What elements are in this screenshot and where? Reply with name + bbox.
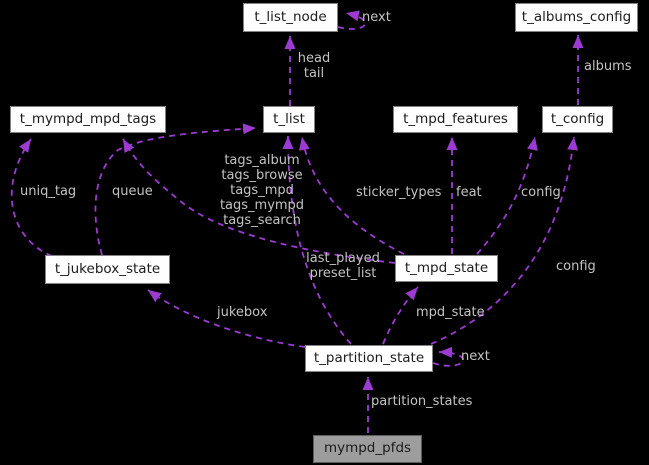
edge-next-self-loop-bottom <box>432 346 464 367</box>
edge-label-head-tail: head tail <box>292 51 336 81</box>
edge-label-uniq-tag: uniq_tag <box>20 184 77 199</box>
edge-uniq-tag <box>10 138 53 257</box>
node-t-mpd-state[interactable]: t_mpd_state <box>395 255 498 282</box>
node-t-albums-config[interactable]: t_albums_config <box>515 3 638 32</box>
edge-label-sticker-types: sticker_types <box>356 185 442 200</box>
edge-label-last-played: last_played <box>306 251 380 266</box>
edge-sticker-types <box>298 136 405 255</box>
node-t-list[interactable]: t_list <box>263 106 315 133</box>
node-t-config[interactable]: t_config <box>542 106 613 133</box>
node-mympd-pfds: mympd_pfds <box>313 435 422 463</box>
edge-label-tags-mympd: tags_mympd <box>219 198 305 213</box>
edge-label-tags-browse: tags_browse <box>221 168 303 183</box>
edge-label-tags-album: tags_album <box>224 153 300 168</box>
edge-last-played-preset-list <box>282 135 352 345</box>
edge-label-mpd-state: mpd_state <box>416 305 485 320</box>
edge-label-albums: albums <box>584 59 632 74</box>
edge-label-tags-block: tags_album tags_browse tags_mpd tags_mym… <box>209 153 315 228</box>
edge-label-config-right: config <box>556 259 596 274</box>
edge-queue <box>94 123 257 256</box>
node-t-mpd-features[interactable]: t_mpd_features <box>393 106 518 133</box>
edge-config-from-mpd-state <box>476 136 538 255</box>
edge-label-tail: tail <box>303 66 325 81</box>
edge-label-last-played-preset-list: last_played preset_list <box>299 251 387 281</box>
edge-label-partition-states: partition_states <box>371 394 473 409</box>
edge-label-next-bottom: next <box>461 349 490 364</box>
edge-label-jukebox: jukebox <box>217 305 268 320</box>
edge-label-feat: feat <box>456 185 482 200</box>
edge-label-preset-list: preset_list <box>309 266 377 281</box>
edge-label-tags-mpd: tags_mpd <box>230 183 294 198</box>
edge-config-from-partition-state <box>430 136 579 345</box>
node-t-mympd-mpd-tags[interactable]: t_mympd_mpd_tags <box>10 106 166 133</box>
node-t-jukebox-state[interactable]: t_jukebox_state <box>45 255 170 284</box>
node-t-partition-state[interactable]: t_partition_state <box>305 345 433 372</box>
edge-jukebox <box>147 289 306 348</box>
edge-label-config-upper: config <box>521 185 561 200</box>
edge-tags <box>122 138 396 264</box>
edge-label-tags-search: tags_search <box>223 213 301 228</box>
edge-label-next-top: next <box>362 10 391 25</box>
edge-mpd-state <box>382 286 419 345</box>
edge-label-head: head <box>297 51 331 66</box>
node-t-list-node[interactable]: t_list_node <box>243 3 338 32</box>
edge-label-queue: queue <box>112 184 153 199</box>
edge-next-self-loop-top <box>337 10 367 30</box>
